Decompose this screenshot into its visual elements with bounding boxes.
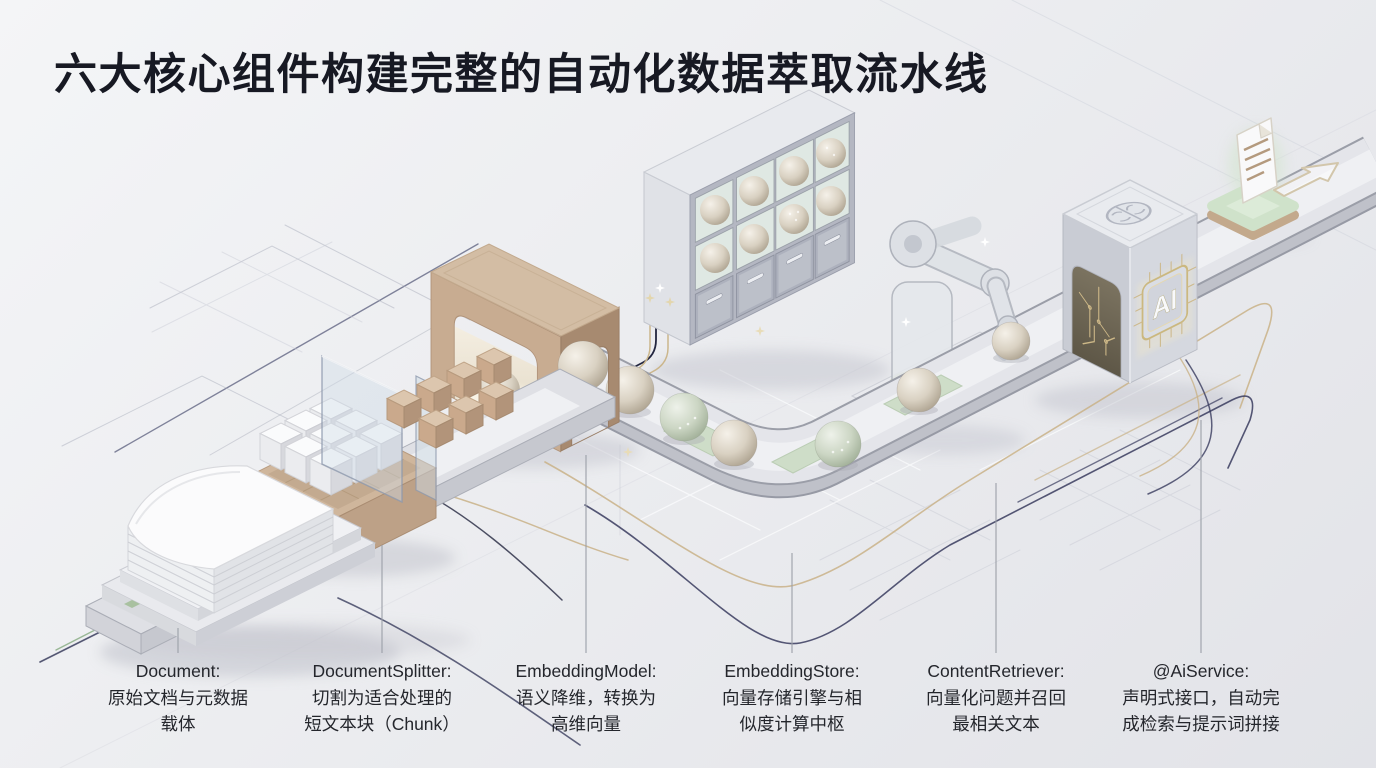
leader-lines <box>177 420 1202 653</box>
output-arrow-icon <box>1273 162 1339 197</box>
page-title: 六大核心组件构建完整的自动化数据萃取流水线 <box>54 51 989 99</box>
top-sheet-curl <box>127 465 335 570</box>
green-chip <box>124 600 140 608</box>
output-document-pad <box>1207 117 1339 240</box>
ai-chip-label: AI <box>1152 282 1177 326</box>
embedding-store-cabinet <box>642 89 857 346</box>
document-paper-stack <box>100 465 377 646</box>
output-document-icon <box>1236 117 1278 204</box>
gripped-sphere <box>991 321 1031 361</box>
vector-spheres-on-belt <box>605 365 942 468</box>
main-conveyor-belt <box>532 136 1376 499</box>
ai-chip: AI <box>1133 253 1197 349</box>
ai-service-chip-cube: AI <box>1062 179 1198 384</box>
brain-icon <box>1105 201 1152 225</box>
stored-vector-spheres <box>700 138 846 273</box>
robot-gripper <box>986 276 1031 361</box>
